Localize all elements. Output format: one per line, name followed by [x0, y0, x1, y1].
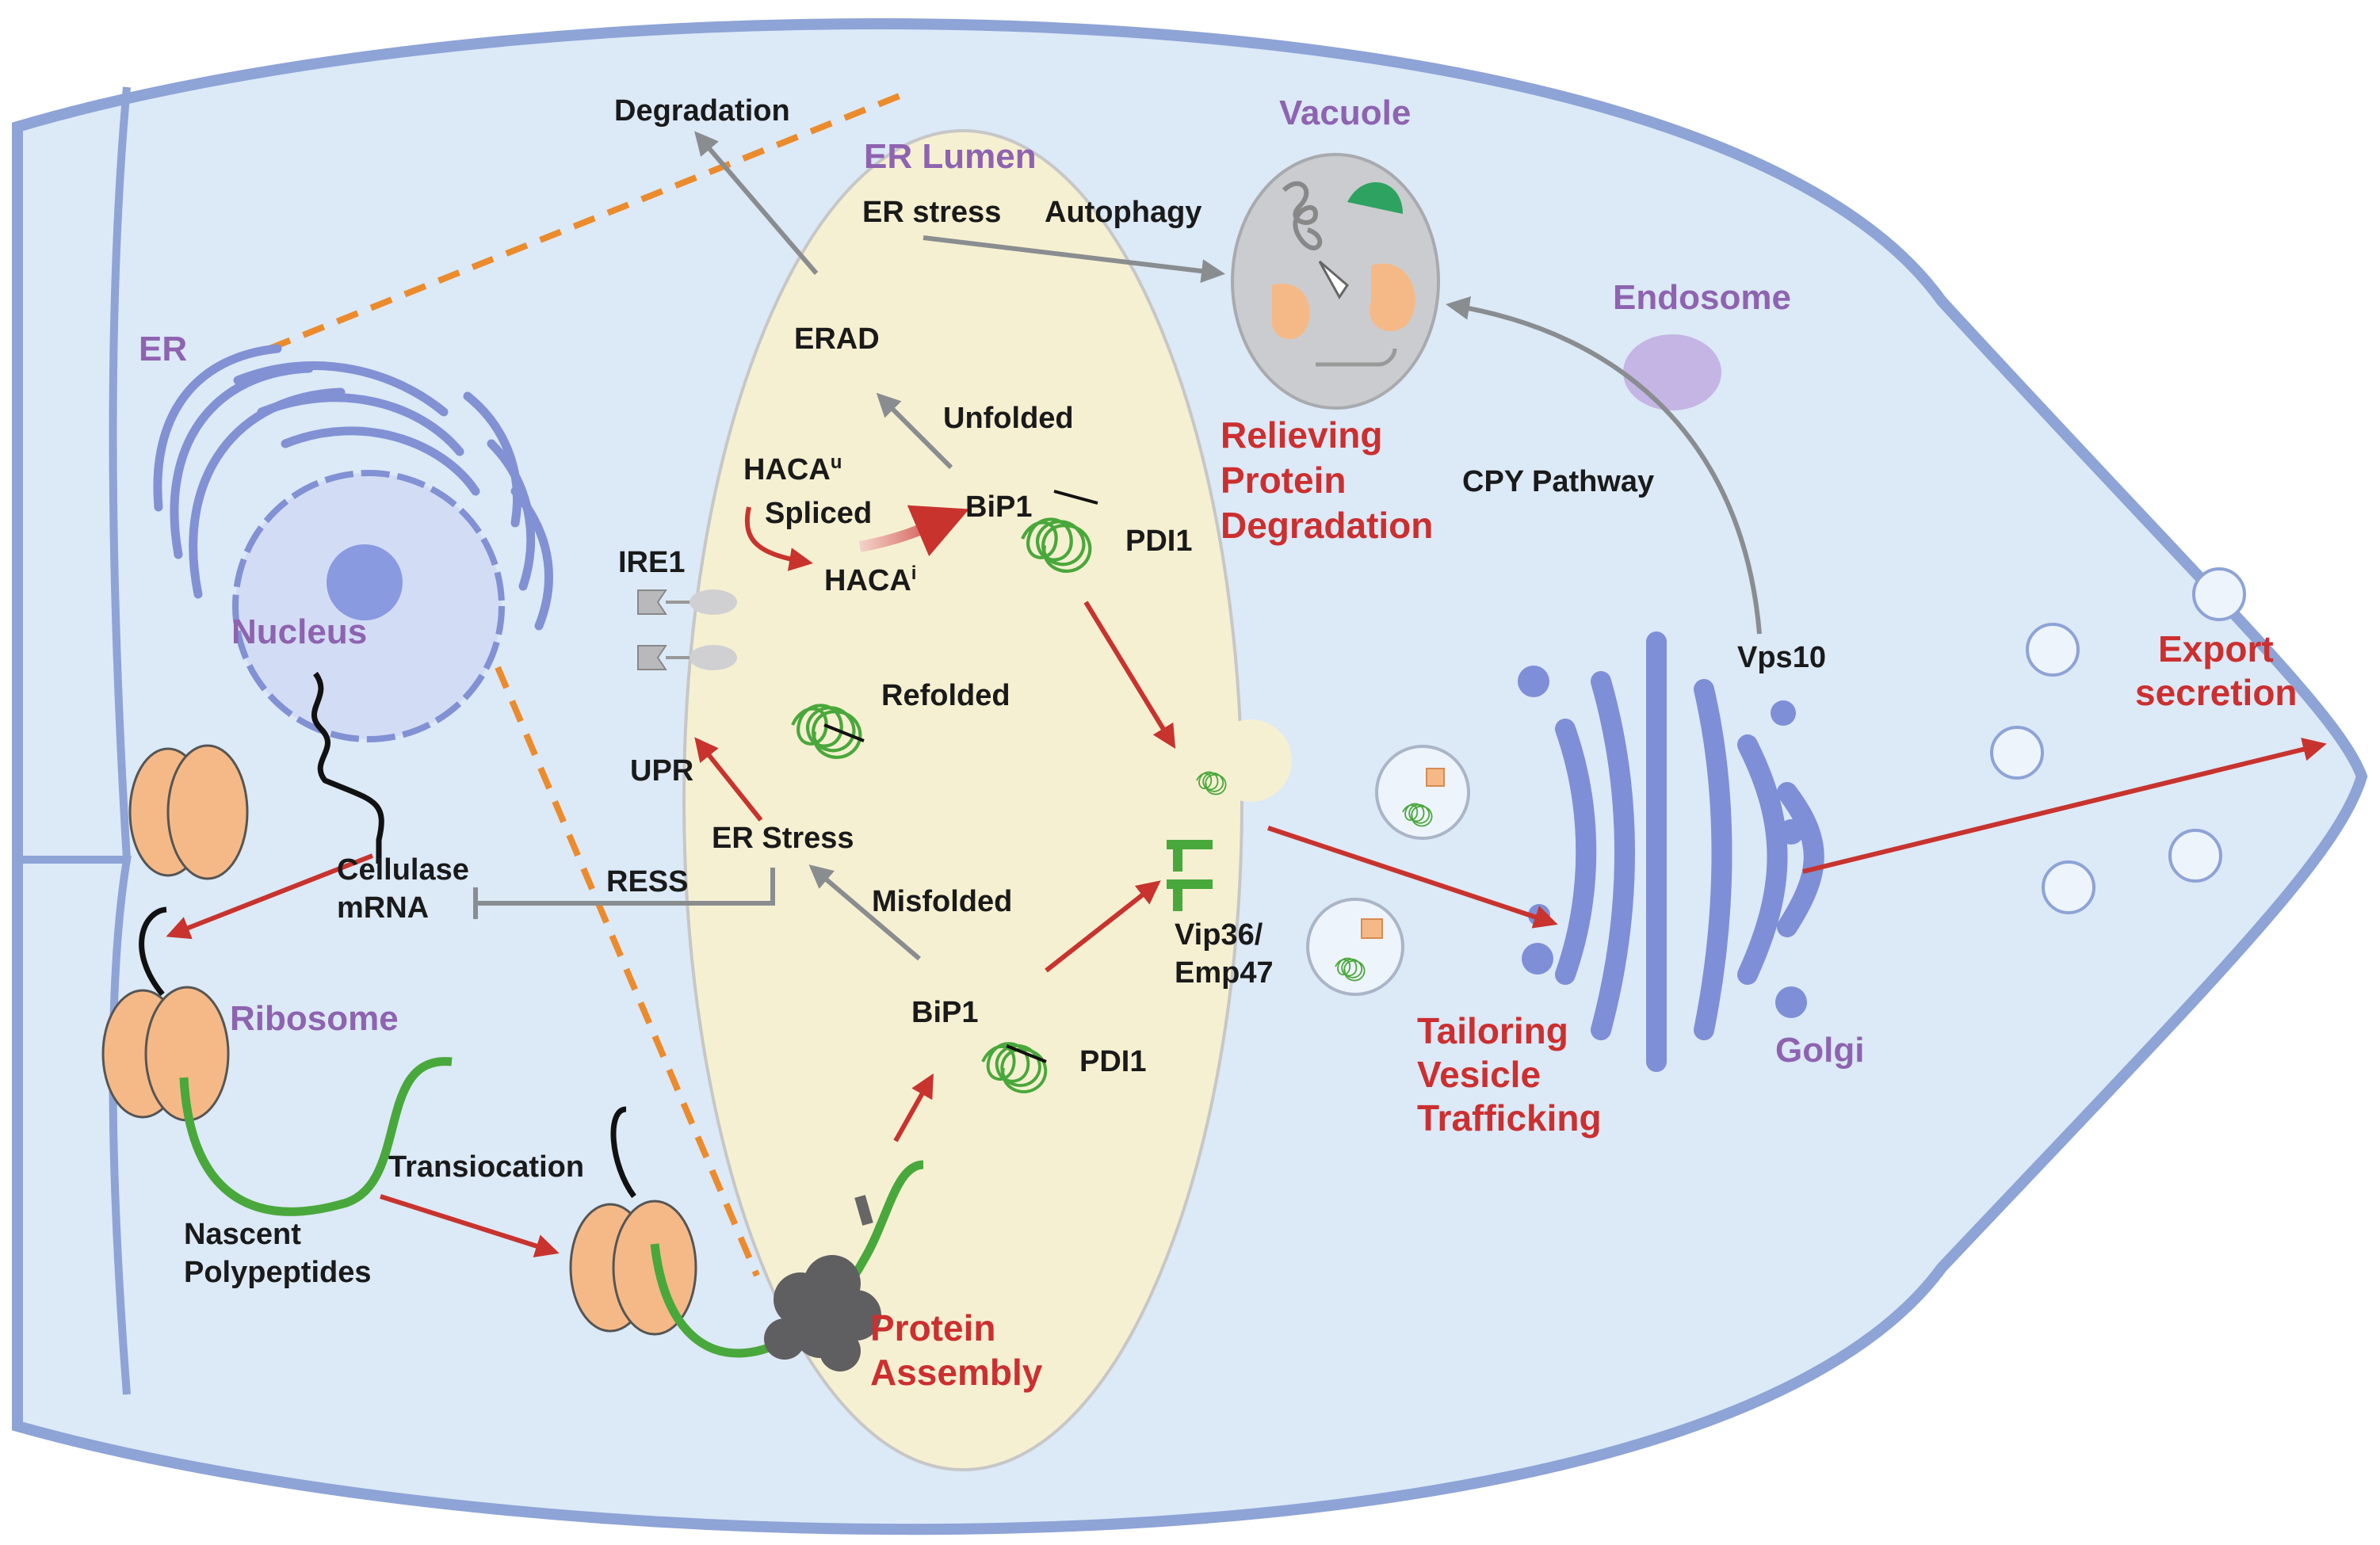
chaperone-complex-top	[1022, 490, 1098, 571]
secretory-vesicles	[1990, 567, 2246, 914]
assembly-label-1: Protein	[870, 1307, 995, 1349]
pdi1-bottom-label: PDI1	[1079, 1045, 1146, 1078]
haca-u-sup: u	[831, 452, 842, 473]
relieving-label-1: Relieving	[1221, 414, 1383, 456]
tailoring-label-1: Tailoring	[1417, 1010, 1568, 1051]
golgi-label: Golgi	[1775, 1031, 1864, 1070]
arrow-mrna-ribosome	[166, 853, 374, 940]
vacuole-green-fragment	[1347, 181, 1403, 214]
mrna-chain-upper	[139, 906, 167, 997]
relieving-label-2: Protein	[1221, 460, 1346, 501]
autophagy-label: Autophagy	[1045, 196, 1201, 229]
transport-vesicle-2	[1306, 898, 1404, 996]
arrow-pdi1-bud	[1083, 601, 1176, 750]
ire1-sensor-icon	[637, 589, 737, 670]
arrow-translocation	[380, 1194, 560, 1258]
vacuole-orange-right	[1370, 263, 1415, 332]
er-stress-top-label: ER stress	[862, 196, 1001, 229]
vip36-label-2: Emp47	[1175, 956, 1274, 990]
arrow-erstress-vacuole	[923, 235, 1225, 284]
er-lumen	[682, 129, 1243, 1471]
vacuole-white-fragment	[1318, 260, 1349, 299]
ribosome-free	[128, 744, 249, 880]
translocon	[854, 1195, 873, 1226]
er-lumen-label: ER Lumen	[864, 137, 1037, 176]
endosome-label: Endosome	[1613, 278, 1791, 317]
nascent-label-1: Nascent	[184, 1218, 301, 1251]
er-label: ER	[139, 330, 187, 368]
cellulase-label-1: Cellulase	[337, 853, 469, 887]
transiocation-label: Transiocation	[388, 1150, 584, 1184]
er-stress-label: ER Stress	[712, 822, 854, 855]
ire1-label: IRE1	[618, 546, 685, 579]
haca-i-sup: i	[911, 563, 917, 584]
arrow-erstress-upr	[694, 737, 763, 822]
tailoring-label-2: Vesicle	[1417, 1054, 1541, 1095]
arrow-erad-degradation	[694, 131, 819, 275]
erad-label: ERAD	[794, 322, 880, 356]
cell-wall-left	[109, 86, 131, 860]
relieving-label-3: Degradation	[1221, 505, 1433, 546]
export-label-2: secretion	[2135, 672, 2298, 713]
arrow-cpy-pathway	[1446, 296, 1762, 635]
ribosome-er-docked	[569, 1200, 697, 1336]
vacuole-line	[1316, 348, 1397, 367]
golgi	[1555, 631, 1824, 1072]
vip36-receptor-icon	[1167, 840, 1213, 911]
upr-label: UPR	[630, 754, 693, 788]
arrow-bip1-vip36	[1045, 880, 1161, 973]
refolded-protein	[793, 705, 865, 757]
vps10-label: Vps10	[1737, 641, 1826, 674]
cpy-pathway-label: CPY Pathway	[1462, 465, 1654, 498]
bip1-top-label: BiP1	[965, 490, 1032, 524]
arrow-assembly-bip1	[893, 1073, 934, 1143]
arrow-golgi-export	[1802, 738, 2327, 874]
haca-u-label: HACAu	[743, 452, 842, 486]
arrow-misfolded-erstress	[808, 864, 921, 961]
vip36-label-1: Vip36/	[1175, 918, 1263, 952]
cellulase-label-2: mRNA	[337, 891, 429, 925]
misfolded-label: Misfolded	[872, 885, 1012, 918]
pdi1-top-label: PDI1	[1125, 525, 1192, 558]
ress-label: RESS	[606, 865, 688, 898]
vacuole-coil-icon	[1282, 181, 1323, 250]
degradation-label: Degradation	[614, 94, 790, 128]
ribosome-translating	[101, 986, 230, 1122]
arrow-bud-golgi	[1267, 826, 1558, 929]
er-bud	[1209, 719, 1292, 802]
arrow-spliced-bip1	[858, 505, 969, 557]
ribosome-label: Ribosome	[230, 999, 399, 1038]
vacuole-orange-left	[1271, 284, 1310, 340]
nucleus-label: Nucleus	[231, 612, 367, 651]
bip1-bottom-label: BiP1	[911, 996, 978, 1029]
haca-i-label: HACAi	[824, 563, 916, 597]
mrna-strand	[311, 671, 384, 864]
arrow-unfolded-erad	[876, 392, 953, 470]
refolded-label: Refolded	[881, 679, 1010, 712]
er-stacks	[153, 344, 553, 631]
nascent-polypeptide	[179, 1057, 453, 1216]
transport-vesicle-1	[1375, 745, 1470, 840]
endosome	[1623, 334, 1721, 410]
spliced-label: Spliced	[765, 497, 872, 530]
assembly-label-2: Assembly	[870, 1352, 1043, 1393]
haca-u-text: HACA	[743, 453, 831, 486]
haca-i-text: HACA	[824, 564, 911, 597]
nucleolus	[327, 544, 403, 620]
unfolded-label: Unfolded	[943, 402, 1074, 435]
sec-translocon-complex	[764, 1255, 881, 1371]
zoom-line-bottom	[480, 632, 760, 1277]
nascent-label-2: Polypeptides	[184, 1256, 372, 1289]
mrna-chain-er	[610, 1106, 636, 1199]
export-label-1: Export	[2158, 628, 2274, 670]
ress-inhibition	[476, 868, 775, 906]
chaperone-complex-bottom	[981, 1042, 1048, 1093]
tailoring-label-3: Trafficking	[1417, 1097, 1602, 1139]
arrow-haca-spliced	[744, 506, 813, 571]
zoom-line-top	[268, 88, 913, 352]
vacuole-label: Vacuole	[1279, 93, 1411, 132]
